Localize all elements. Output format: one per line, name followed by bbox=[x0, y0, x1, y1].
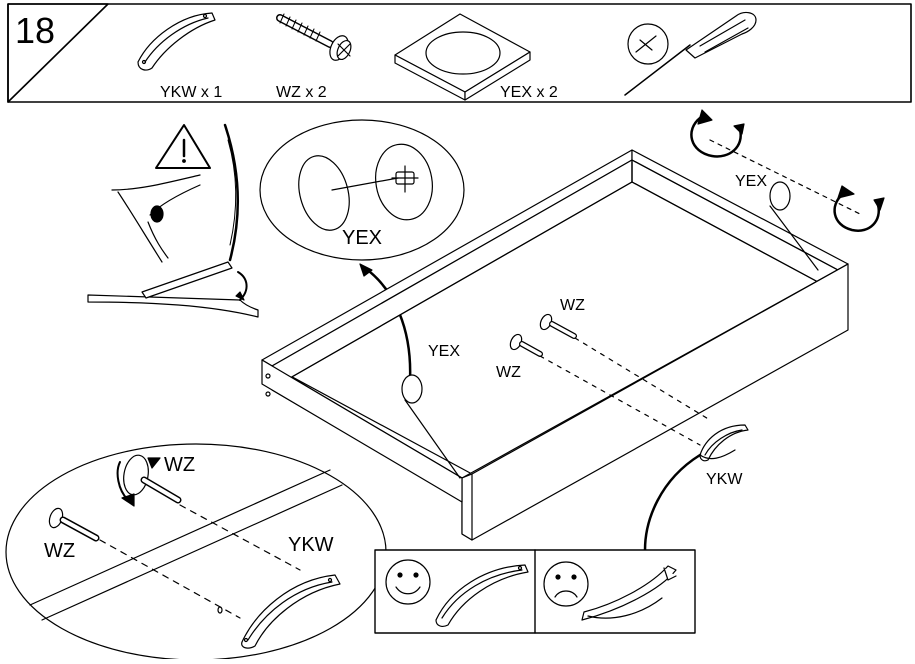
part-label-yex: YEX x 2 bbox=[500, 84, 558, 101]
ykw-main-label: YKW bbox=[706, 471, 743, 488]
part-label-wz: WZ x 2 bbox=[276, 84, 327, 101]
detail-zoom bbox=[5, 443, 387, 661]
cover-cap-sheet-icon bbox=[394, 13, 531, 101]
rotate-arrows bbox=[690, 109, 885, 232]
step-number: 18 bbox=[15, 10, 55, 51]
comparison-panel bbox=[374, 549, 696, 634]
wz-lower-label: WZ bbox=[496, 364, 521, 381]
yex-zoom-label: YEX bbox=[342, 227, 382, 249]
yex-zoom-detail bbox=[259, 119, 465, 382]
handle-icon bbox=[435, 564, 529, 627]
detail-ykw-label: YKW bbox=[288, 534, 334, 556]
screw-icon bbox=[276, 13, 352, 61]
detail-wz-washer-label: WZ bbox=[164, 454, 195, 476]
warning-callout bbox=[87, 123, 259, 318]
sad-face-icon bbox=[543, 561, 589, 607]
handle-icon bbox=[643, 424, 749, 552]
part-label-ykw: YKW x 1 bbox=[160, 84, 222, 101]
wz-upper-label: WZ bbox=[560, 297, 585, 314]
step-badge bbox=[7, 3, 109, 103]
smiley-face-icon bbox=[385, 559, 431, 605]
handle-icon bbox=[581, 565, 677, 621]
handle-icon bbox=[241, 574, 341, 649]
rotate-icon bbox=[833, 193, 881, 232]
screw-icon bbox=[509, 313, 711, 446]
cover-cap-icon bbox=[298, 155, 350, 231]
drawer-box bbox=[261, 149, 849, 541]
detail-wz-screw-label: WZ bbox=[44, 540, 75, 562]
rotate-icon bbox=[690, 116, 742, 158]
parts-header: 18 YKW x 1 WZ x 2 bbox=[7, 3, 912, 103]
screwdriver-icon bbox=[624, 11, 757, 96]
handle-icon bbox=[137, 12, 216, 71]
yex-front-label: YEX bbox=[428, 343, 460, 360]
yex-back-label: YEX bbox=[735, 173, 767, 190]
